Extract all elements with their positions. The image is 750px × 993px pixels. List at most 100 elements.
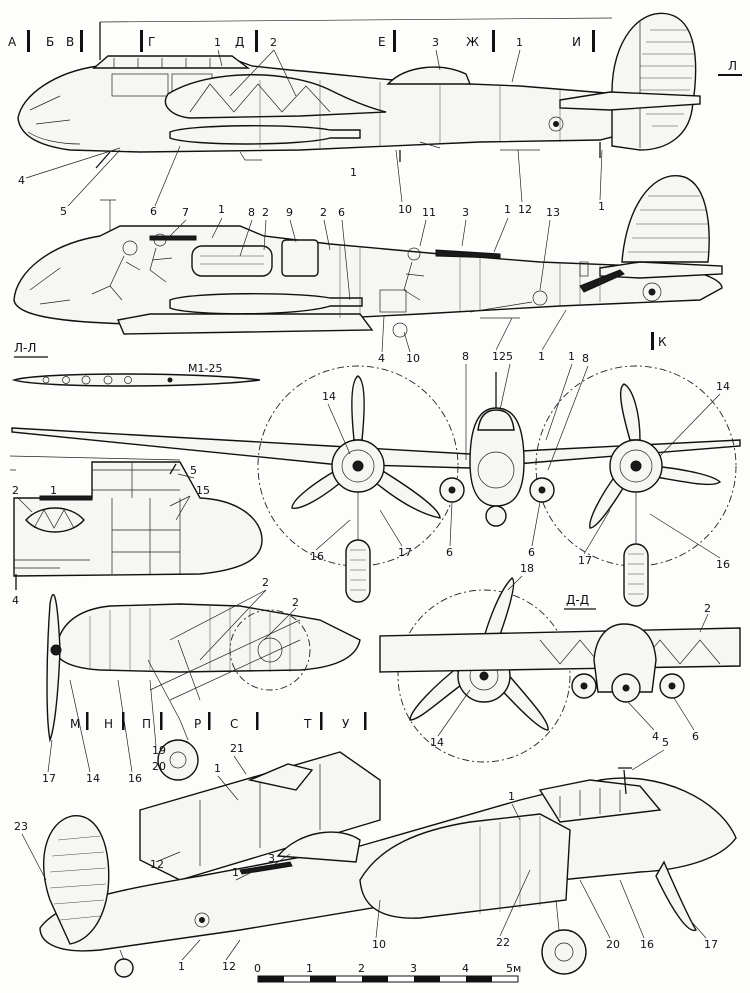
- scale-bar: 0 1 2 3 4 5м: [254, 962, 521, 983]
- callout: 1: [568, 350, 575, 363]
- leader-lines-view1: [25, 49, 603, 207]
- callout: 2: [704, 602, 711, 615]
- callout: 1: [232, 866, 239, 879]
- callout: 5: [662, 736, 669, 749]
- section-letter-p: П: [142, 717, 151, 731]
- callout: 1: [50, 484, 57, 497]
- leader-lines-perspective: [21, 749, 707, 961]
- scale-tick-label: 1: [306, 962, 313, 975]
- callout: 1: [218, 203, 225, 216]
- callout: 6: [338, 206, 345, 219]
- callouts-perspective: 21 1 1 5 23 12 3 1 10 22 20 16 17 1 12: [14, 736, 718, 973]
- callout: 1: [350, 166, 357, 179]
- scale-tick-label: 5м: [506, 962, 521, 975]
- scale-tick-label: 4: [462, 962, 469, 975]
- callout: 5: [506, 350, 513, 363]
- callout: 23: [14, 820, 28, 833]
- callout: 10: [398, 203, 412, 216]
- section-letter-b: Б: [46, 35, 54, 49]
- scale-tick-label: 0: [254, 962, 261, 975]
- callout: 4: [652, 730, 659, 743]
- section-letter-zh: Ж: [466, 35, 479, 49]
- callout: 16: [128, 772, 142, 785]
- callout: 6: [528, 546, 535, 559]
- callout: 3: [462, 206, 469, 219]
- callout: 17: [578, 554, 592, 567]
- callout: 1: [178, 960, 185, 973]
- side-view-cutaway: [13, 175, 723, 338]
- callout: 20: [606, 938, 620, 951]
- callout: 10: [406, 352, 420, 365]
- callout: 1: [508, 790, 515, 803]
- section-letter-g: Г: [148, 35, 155, 49]
- callout: 21: [230, 742, 244, 755]
- callout: 2: [320, 206, 327, 219]
- section-markers-top: [27, 30, 742, 76]
- scale-tick-label: 3: [410, 962, 417, 975]
- callout: 6: [150, 205, 157, 218]
- callout: 2: [292, 596, 299, 609]
- callout: 17: [398, 546, 412, 559]
- callout: 5: [190, 464, 197, 477]
- leader-lines-mid: [47, 589, 297, 773]
- leader-lines-d-d: [437, 575, 709, 737]
- section-letter-k: К: [658, 335, 667, 349]
- callout: 14: [430, 736, 444, 749]
- callout: 12: [518, 203, 532, 216]
- callout: 14: [716, 380, 730, 393]
- callout: 3: [268, 852, 275, 865]
- section-d-d: Д-Д: [379, 577, 741, 763]
- callout: 4: [378, 352, 385, 365]
- callout: 2: [262, 576, 269, 589]
- callout: 7: [182, 206, 189, 219]
- section-letter-r: Р: [194, 717, 201, 731]
- callout: 2: [12, 484, 19, 497]
- callout: 1: [538, 350, 545, 363]
- callout: 1: [598, 200, 605, 213]
- callout: 14: [86, 772, 100, 785]
- callout: 17: [704, 938, 718, 951]
- section-markers-mid: М Н П Р С Т У: [70, 712, 367, 731]
- callout: 13: [546, 206, 560, 219]
- callout: 12: [492, 350, 506, 363]
- callout: 6: [446, 546, 453, 559]
- section-view-label-l-l: Л-Л: [14, 341, 36, 355]
- leader-lines-front: [315, 363, 721, 559]
- wing-tip-lines: [9, 455, 181, 471]
- section-letter-i: И: [572, 35, 581, 49]
- callout: 11: [422, 206, 436, 219]
- callout: 8: [248, 206, 255, 219]
- callout: 6: [692, 730, 699, 743]
- callouts-view1: 1 2 3 1 1 4 5 6 10 12 1: [18, 36, 605, 218]
- callout: 1: [516, 36, 523, 49]
- callout: 16: [716, 558, 730, 571]
- section-letter-a: А: [8, 35, 17, 49]
- nacelle-side-view: [46, 593, 361, 781]
- wing-front-view: [11, 427, 741, 469]
- perspective-view: [39, 751, 737, 978]
- section-view-label-d-d: Д-Д: [566, 593, 589, 607]
- profile-label: M1-25: [188, 362, 222, 375]
- callouts-mid: 2 2 17 14 16 19 20: [42, 576, 299, 785]
- callout: 3: [432, 36, 439, 49]
- section-letters-top: А Б В Г Д Е Ж И Л: [8, 35, 737, 73]
- callout: 8: [462, 350, 469, 363]
- callout: 10: [372, 938, 386, 951]
- callout: 5: [60, 205, 67, 218]
- section-letter-s: С: [230, 717, 238, 731]
- section-letter-n: Н: [104, 717, 113, 731]
- front-view: [257, 332, 737, 607]
- callout: 2: [262, 206, 269, 219]
- callout: 4: [12, 594, 19, 607]
- cockpit-section: 5 1 2 15 4: [12, 461, 263, 607]
- callout: 15: [196, 484, 210, 497]
- section-letter-e: Е: [378, 35, 386, 49]
- callout: 9: [286, 206, 293, 219]
- callout: 2: [270, 36, 277, 49]
- callout: 22: [496, 936, 510, 949]
- section-letter-l: Л: [728, 59, 737, 73]
- callout: 16: [640, 938, 654, 951]
- callouts-front: 14 8 5 1 8 14 6 6 16 17 17 16 К: [310, 335, 730, 571]
